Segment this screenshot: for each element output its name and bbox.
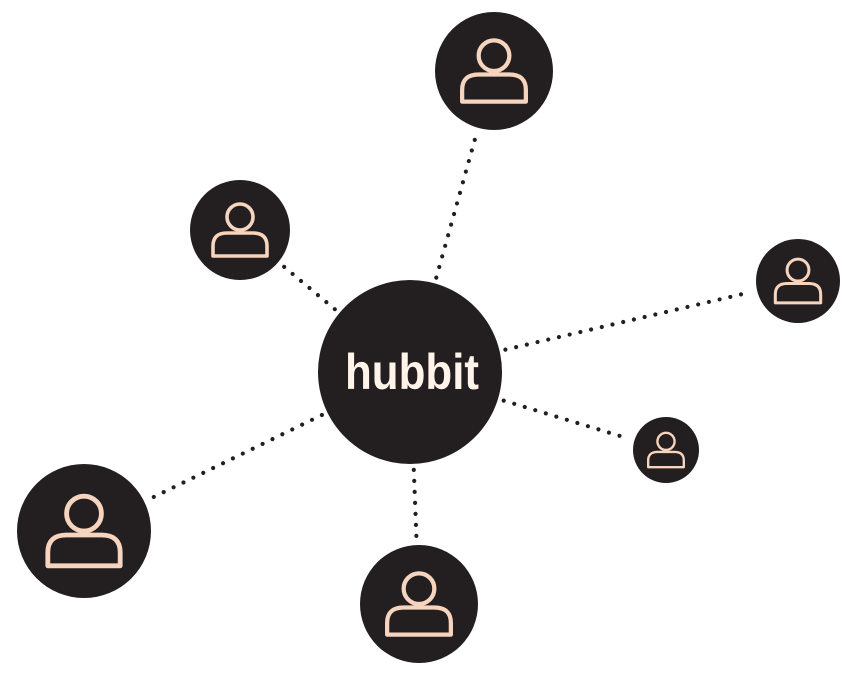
user-node-lower-left: [17, 464, 151, 598]
person-icon: [45, 493, 123, 569]
connector-line: [501, 398, 631, 441]
user-node-right: [756, 239, 840, 323]
person-icon: [773, 257, 823, 305]
person-icon: [385, 571, 453, 637]
connector-line: [434, 131, 479, 280]
person-icon: [460, 38, 528, 104]
person-icon: [646, 431, 686, 469]
user-nodes: [17, 12, 840, 663]
user-node-bottom: [360, 545, 478, 663]
hub-circle: [318, 280, 502, 464]
user-node-top: [435, 12, 553, 130]
connectors: [147, 131, 754, 542]
user-node-lower-right: [633, 417, 699, 483]
hub-label: hubbit: [345, 344, 479, 400]
person-icon: [211, 202, 269, 258]
connector-line: [411, 467, 419, 542]
hub-node: hubbit: [318, 280, 502, 464]
user-node-upper-left: [190, 180, 290, 280]
connector-line: [280, 263, 337, 312]
connector-line: [503, 289, 754, 352]
connector-line: [147, 412, 324, 502]
